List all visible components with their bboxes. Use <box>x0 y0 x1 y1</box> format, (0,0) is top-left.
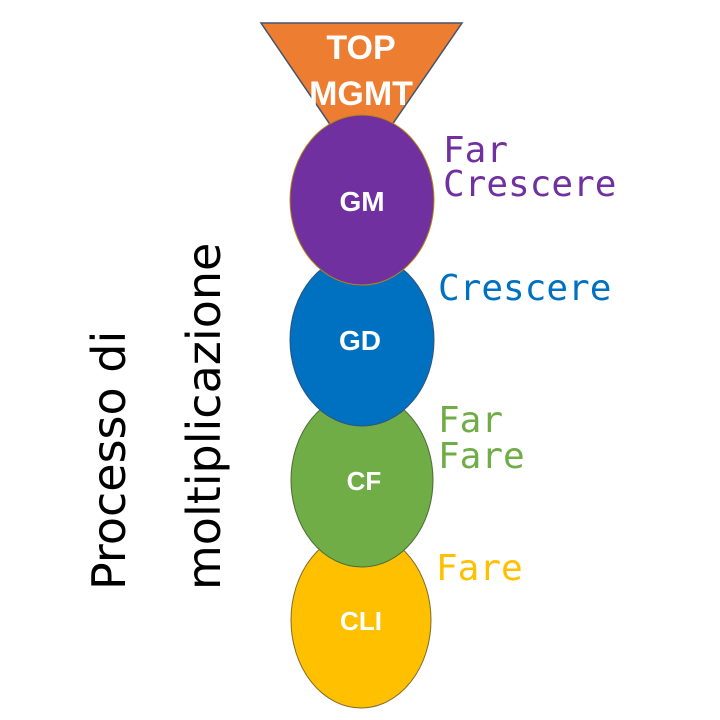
level-gm-ellipse <box>289 114 435 286</box>
vertical-title-line-1: Processo di <box>82 331 136 590</box>
level-cf-side-line-2: Fare <box>438 436 525 477</box>
level-cf-label: CF <box>347 466 382 496</box>
level-gd-side-line-1: Crescere <box>438 268 611 309</box>
top-label-line-2: MGMT <box>309 75 413 113</box>
level-cli-label: CLI <box>340 606 382 636</box>
top-management-funnel <box>259 22 464 172</box>
level-gm-side-line-1: Far <box>443 130 508 171</box>
level-gm-label: GM <box>339 186 384 217</box>
level-gm-side-line-2: Crescere <box>443 164 616 205</box>
level-cli-side-line-1: Fare <box>436 548 523 589</box>
level-cf-side-line-1: Far <box>438 400 503 441</box>
vertical-title: Processo di moltiplicazione <box>82 243 231 590</box>
vertical-title-line-2: moltiplicazione <box>177 243 231 590</box>
level-gd-label: GD <box>339 325 381 356</box>
top-label-line-1: TOP <box>326 29 395 67</box>
